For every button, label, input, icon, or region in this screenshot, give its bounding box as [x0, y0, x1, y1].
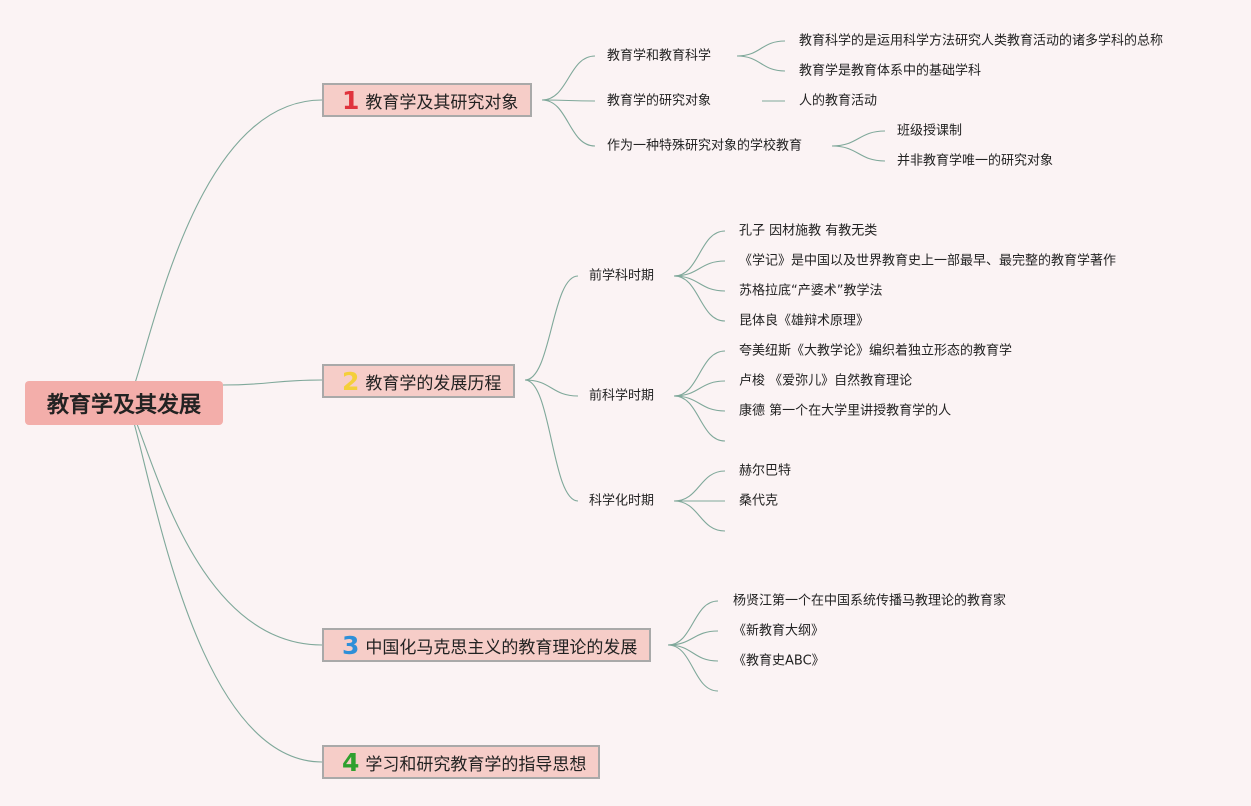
connector-line — [524, 379, 579, 502]
connector-line — [667, 644, 719, 662]
leaf-topic[interactable]: 苏格拉底“产婆术”教学法 — [739, 283, 883, 299]
leaf-topic[interactable]: 人的教育活动 — [799, 93, 878, 109]
connector-line — [673, 275, 726, 322]
connector-line — [673, 500, 726, 532]
subtopic-education-and-science[interactable]: 教育学和教育科学 — [607, 48, 712, 64]
connector-line — [673, 260, 726, 277]
root-connector-line — [221, 379, 323, 386]
connector-line — [736, 40, 786, 57]
leaf-topic[interactable]: 教育科学的是运用科学方法研究人类教育活动的诸多学科的总称 — [799, 33, 1164, 49]
leaf-topic[interactable]: 孔子 因材施教 有教无类 — [739, 223, 878, 239]
connector-line — [736, 55, 786, 72]
branch-3-topic[interactable]: 3 中国化马克思主义的教育理论的发展 — [322, 628, 652, 662]
connector-line — [541, 99, 596, 147]
connector-line — [673, 380, 726, 397]
branch-4-label: 学习和研究教育学的指导思想 — [365, 754, 587, 775]
connector-line — [524, 379, 579, 397]
leaf-topic[interactable]: 卢梭 《爱弥儿》自然教育理论 — [739, 373, 913, 389]
root-connector-line — [126, 402, 323, 646]
branch-4-topic[interactable]: 4 学习和研究教育学的指导思想 — [322, 745, 601, 779]
subtopic-research-object[interactable]: 教育学的研究对象 — [607, 93, 712, 109]
connector-line — [673, 395, 726, 412]
connector-line — [673, 230, 726, 277]
connector-line — [673, 470, 726, 502]
leaf-topic[interactable]: 康德 第一个在大学里讲授教育学的人 — [739, 403, 952, 419]
leaf-topic[interactable]: 《学记》是中国以及世界教育史上一部最早、最完整的教育学著作 — [739, 253, 1117, 269]
branch-1-topic[interactable]: 1 教育学及其研究对象 — [322, 83, 533, 117]
number-2-icon: 2 — [342, 366, 360, 396]
connector-line — [831, 130, 886, 147]
leaf-topic[interactable]: 桑代克 — [739, 493, 779, 509]
branch-3-label: 中国化马克思主义的教育理论的发展 — [365, 637, 638, 658]
number-1-icon: 1 — [342, 85, 360, 115]
subtopic-pre-discipline[interactable]: 前学科时期 — [589, 268, 655, 284]
leaf-topic[interactable]: 夸美纽斯《大教学论》编织着独立形态的教育学 — [739, 343, 1013, 359]
root-topic-label: 教育学及其发展 — [46, 393, 201, 418]
connector-line — [667, 600, 719, 646]
leaf-topic[interactable]: 教育学是教育体系中的基础学科 — [799, 63, 982, 79]
root-connector-line — [126, 99, 323, 404]
leaf-topic[interactable]: 并非教育学唯一的研究对象 — [897, 153, 1054, 169]
leaf-topic[interactable]: 《新教育大纲》 — [733, 623, 825, 639]
connector-line — [667, 630, 719, 646]
connector-line — [673, 395, 726, 442]
branch-2-topic[interactable]: 2 教育学的发展历程 — [322, 364, 516, 398]
subtopic-school-education[interactable]: 作为一种特殊研究对象的学校教育 — [607, 138, 803, 154]
leaf-topic[interactable]: 杨贤江第一个在中国系统传播马教理论的教育家 — [733, 593, 1007, 609]
leaf-topic[interactable]: 《教育史ABC》 — [733, 653, 825, 669]
subtopic-scientific[interactable]: 科学化时期 — [589, 493, 655, 509]
connector-line — [831, 145, 886, 162]
branch-2-label: 教育学的发展历程 — [365, 373, 502, 394]
branch-1-label: 教育学及其研究对象 — [365, 92, 519, 113]
connector-line — [667, 644, 719, 692]
number-3-icon: 3 — [342, 630, 360, 660]
leaf-topic[interactable]: 班级授课制 — [897, 123, 963, 139]
root-topic[interactable]: 教育学及其发展 — [25, 381, 223, 425]
subtopic-pre-science[interactable]: 前科学时期 — [589, 388, 655, 404]
root-connector-line — [126, 402, 323, 763]
connector-line — [673, 350, 726, 397]
connector-line — [673, 275, 726, 292]
leaf-topic[interactable]: 昆体良《雄辩术原理》 — [739, 313, 870, 329]
leaf-topic[interactable]: 赫尔巴特 — [739, 463, 792, 479]
connector-line — [541, 55, 596, 101]
connector-line — [524, 275, 579, 381]
number-4-icon: 4 — [342, 747, 360, 777]
connector-line — [541, 99, 596, 102]
